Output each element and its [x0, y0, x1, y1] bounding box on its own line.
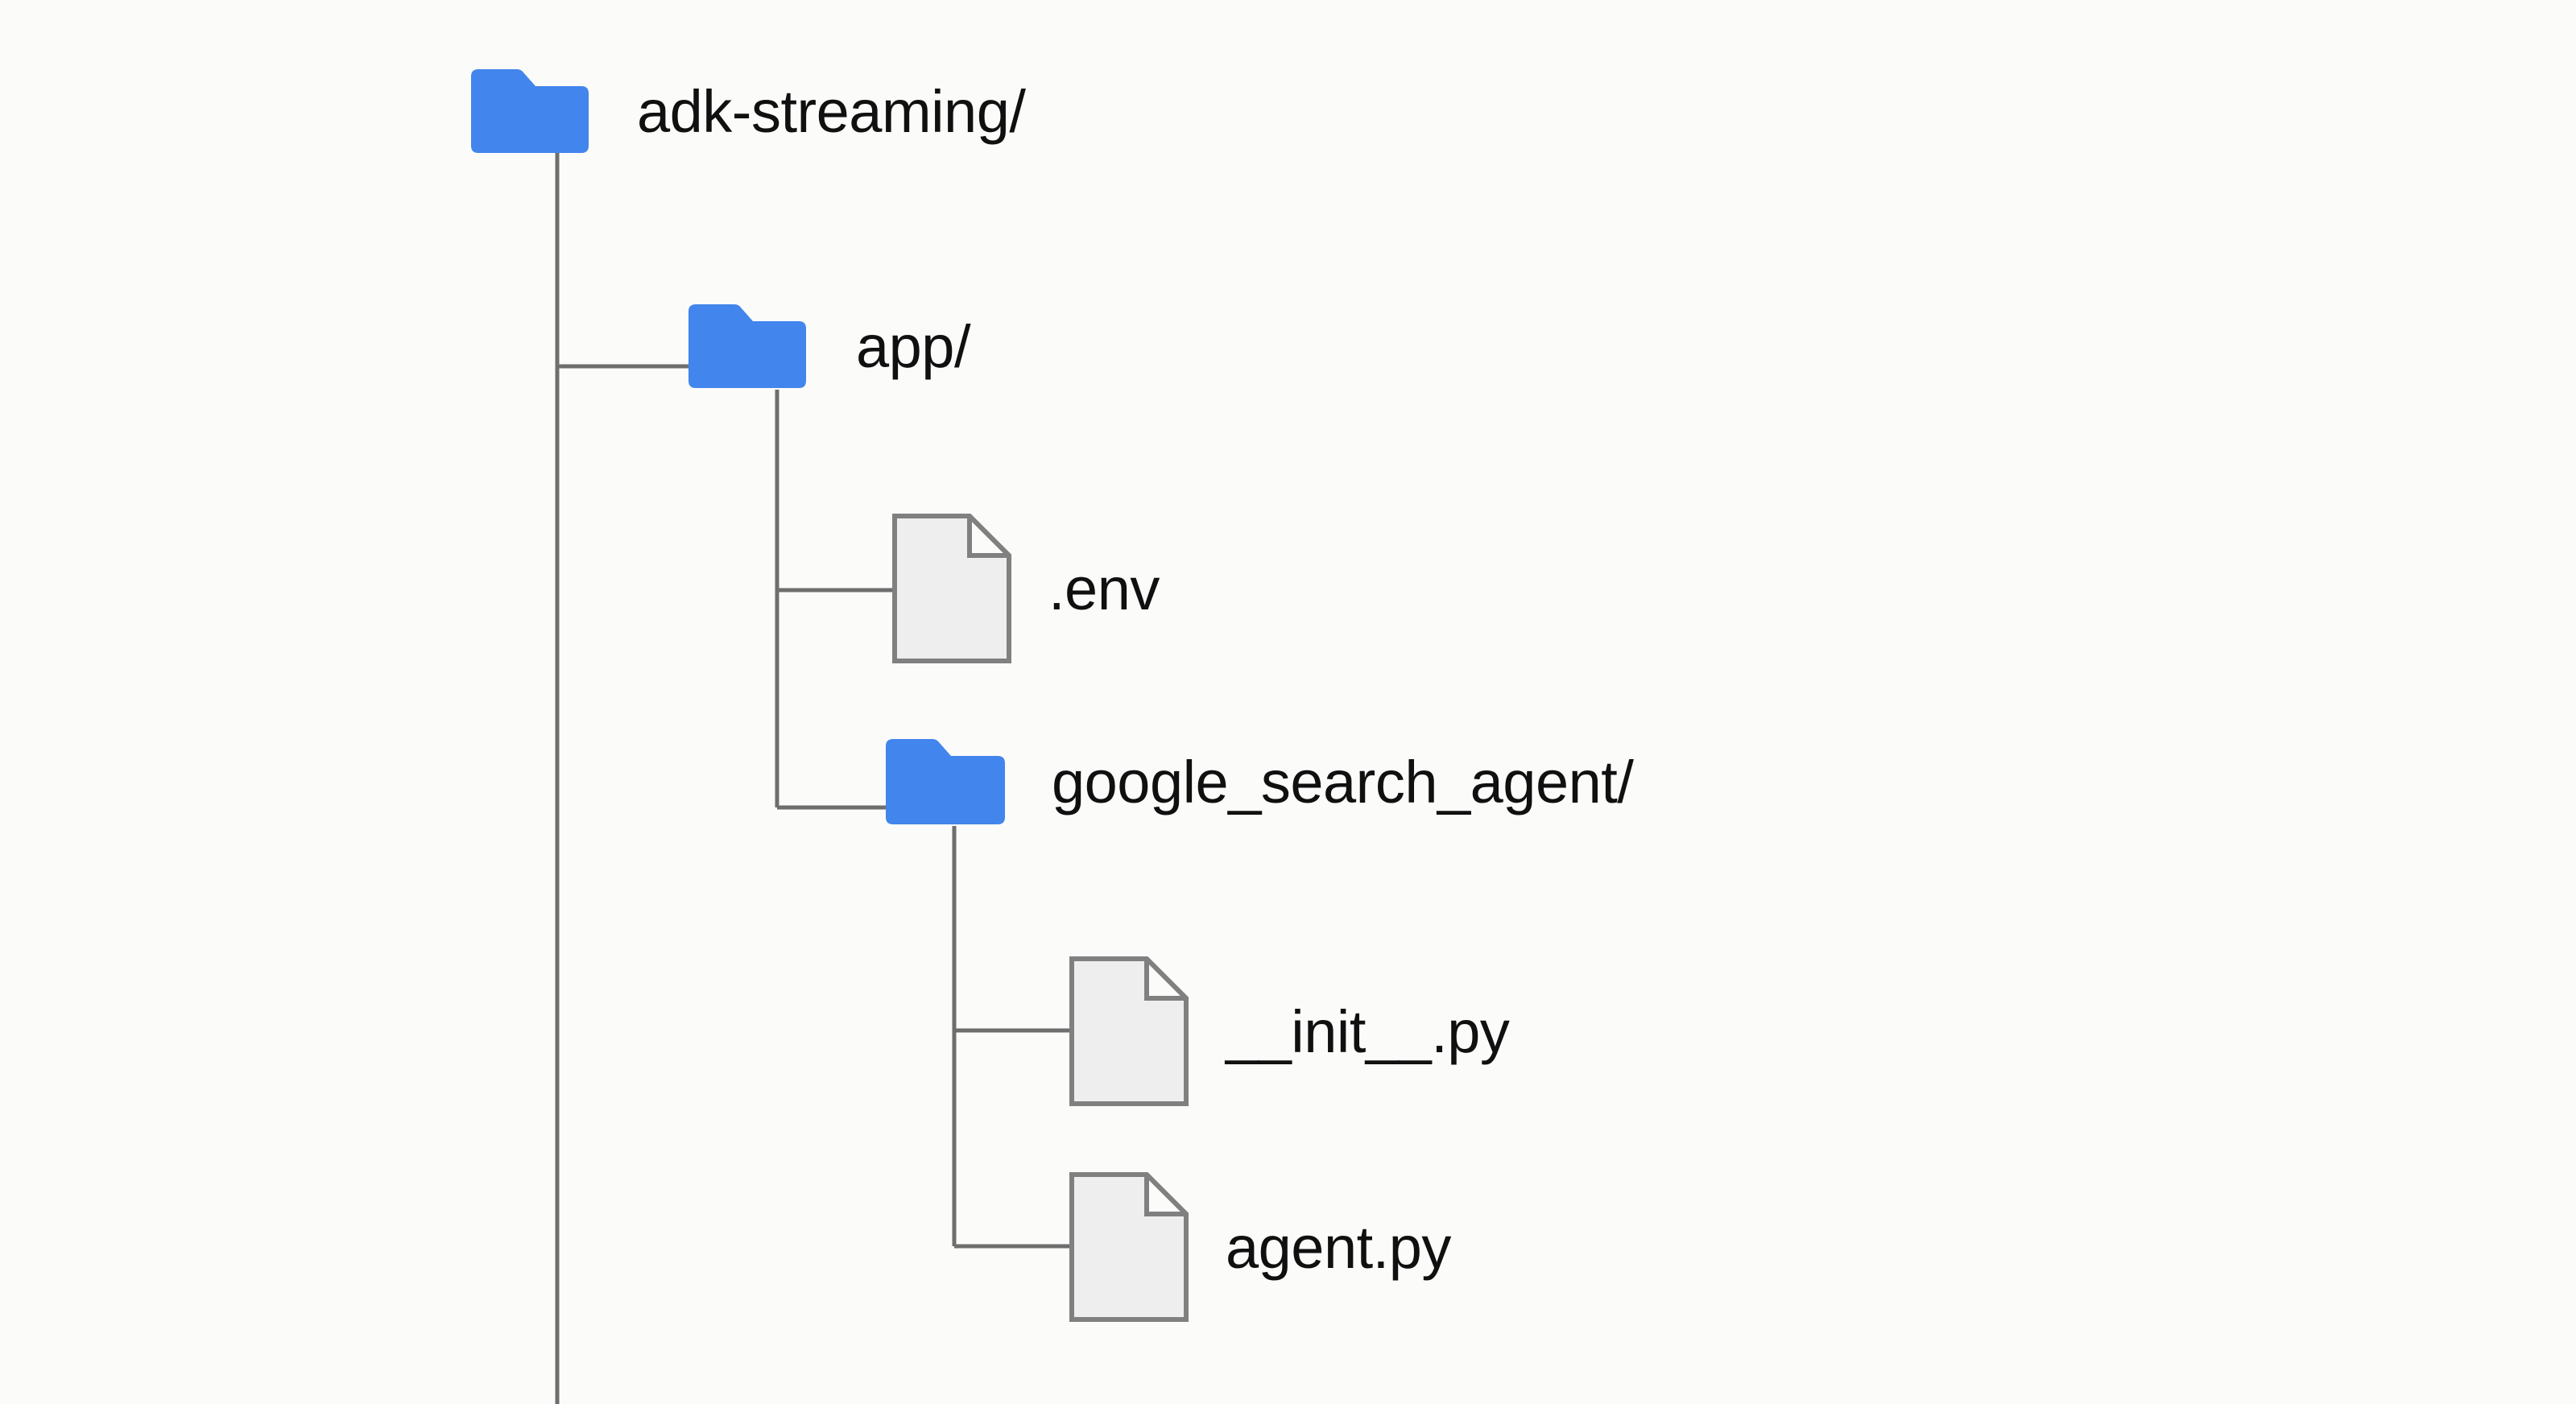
tree-node-adk-streaming[interactable]: adk-streaming/	[471, 69, 1026, 153]
tree-node-google-search-agent[interactable]: google_search_agent/	[886, 739, 1634, 824]
tree-node-label: agent.py	[1226, 1213, 1451, 1281]
tree-node-label: .env	[1048, 555, 1160, 622]
file-icon	[1069, 1168, 1193, 1322]
tree-node-label: adk-streaming/	[637, 77, 1026, 145]
tree-node-env[interactable]: .env	[892, 510, 1160, 663]
tree-node-agent-py[interactable]: agent.py	[1069, 1168, 1451, 1322]
tree-node-app[interactable]: app/	[688, 304, 971, 388]
folder-icon	[886, 739, 1005, 824]
folder-icon	[471, 69, 589, 153]
folder-icon	[688, 304, 806, 388]
tree-node-label: __init__.py	[1226, 997, 1510, 1065]
file-icon	[892, 510, 1015, 663]
file-icon	[1069, 952, 1193, 1106]
tree-node-init-py[interactable]: __init__.py	[1069, 952, 1510, 1106]
tree-node-label: google_search_agent/	[1052, 748, 1634, 816]
tree-node-label: app/	[856, 312, 971, 380]
